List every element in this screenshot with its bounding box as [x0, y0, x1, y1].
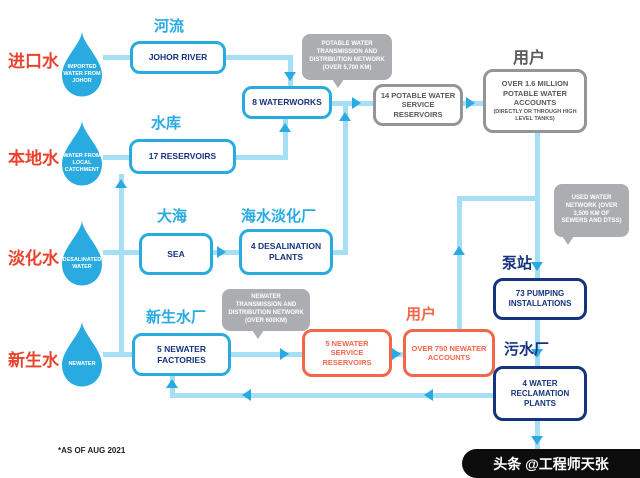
reservoir-label: 水库: [151, 115, 182, 132]
flow-arrow-return-west-2: [242, 389, 251, 401]
flow-arrow-into-waterworks-bottom: [279, 123, 291, 132]
callout-newater-network: NEWATER TRANSMISSION AND DISTRIBUTION NE…: [222, 289, 310, 339]
droplet-newater: NEWATER: [59, 320, 105, 388]
droplet-desalinated-water: DESALINATED WATER: [59, 219, 105, 287]
flow-arrow-to-accounts: [466, 97, 475, 109]
pipe-imported-to-river: [103, 55, 130, 60]
node-desalination-text: 4 DESALINATION PLANTS: [250, 241, 322, 262]
pipe-reservoirs-up-to-waterworks: [283, 119, 288, 160]
pump-station-label: 泵站: [502, 255, 533, 272]
users-potable-label: 用户: [513, 50, 546, 67]
node-pumping-text: 73 PUMPING INSTALLATIONS: [508, 289, 572, 308]
droplet-local-water: WATER FROM LOCAL CATCHMENT: [59, 119, 105, 187]
river-label: 河流: [154, 18, 185, 35]
flow-arrow-into-waterworks-top: [284, 72, 296, 81]
pipe-newater-back-to-reservoirs: [119, 174, 124, 357]
node-reservoirs: 17 RESERVOIRS: [129, 139, 236, 174]
water-drop-icon: [62, 220, 102, 286]
flow-arrow-newater-to-reservoirs: [115, 179, 127, 188]
callout-used-water-network: USED WATER NETWORK (OVER 3,500 KM OF SEW…: [554, 184, 629, 245]
pipe-factories-to-newater-reservoirs: [231, 352, 302, 357]
node-pumping-installations: 73 PUMPING INSTALLATIONS: [493, 278, 587, 320]
droplet-local-label: WATER FROM LOCAL CATCHMENT: [63, 153, 101, 173]
callout-pointer: [252, 330, 264, 339]
callout-potable-network: POTABLE WATER TRANSMISSION AND DISTRIBUT…: [302, 34, 392, 88]
node-newater-factories-text: 5 NEWATER FACTORIES: [157, 343, 206, 365]
pipe-reservoirs-east: [236, 155, 288, 160]
flow-arrow-return-west-1: [424, 389, 433, 401]
node-potable-service-reservoirs-text: 14 POTABLE WATER SERVICE RESERVOIRS: [380, 90, 456, 119]
flow-arrow-to-newater-accounts: [392, 348, 401, 360]
sea-label: 大海: [157, 208, 188, 225]
node-newater-service-reservoirs-text: 5 NEWATER SERVICE RESERVOIRS: [322, 338, 372, 367]
flow-arrow-into-reclamation: [531, 349, 543, 358]
sewage-plant-label: 污水厂: [504, 341, 550, 358]
droplet-desalinated-label: DESALINATED WATER: [62, 256, 102, 270]
node-newater-factories: 5 NEWATER FACTORIES: [132, 333, 231, 376]
flow-arrow-newater-used-up: [453, 246, 465, 255]
pipe-river-east: [224, 55, 293, 60]
tap-label-imported: 进口水: [8, 52, 59, 71]
callout-newater-network-text: NEWATER TRANSMISSION AND DISTRIBUTION NE…: [228, 294, 304, 324]
pipe-desal-stub: [333, 250, 348, 255]
node-sea-text: SEA: [167, 248, 185, 259]
node-newater-accounts-text: OVER 750 NEWATER ACCOUNTS: [411, 343, 487, 362]
tap-label-local: 本地水: [8, 149, 59, 168]
callout-used-water-network-text: USED WATER NETWORK (OVER 3,500 KM OF SEW…: [561, 194, 622, 225]
node-desalination-plants: 4 DESALINATION PLANTS: [239, 229, 333, 275]
callout-potable-network-text: POTABLE WATER TRANSMISSION AND DISTRIBUT…: [309, 41, 385, 71]
pipe-newateraccounts-up: [457, 196, 462, 329]
water-drop-icon: [62, 321, 102, 387]
flow-arrow-into-pumping: [531, 262, 543, 271]
flow-arrow-desal-up: [339, 112, 351, 121]
node-sea: SEA: [139, 233, 213, 275]
flow-arrow-factories-out: [280, 348, 289, 360]
node-newater-service-reservoirs: 5 NEWATER SERVICE RESERVOIRS: [302, 329, 392, 377]
pipe-pumping-to-reclamation: [535, 320, 540, 366]
flow-arrow-sea-to-desal: [217, 246, 226, 258]
flow-arrow-waterworks-out: [352, 97, 361, 109]
tap-label-desalinated: 淡化水: [8, 249, 59, 268]
pipe-river-down-to-waterworks: [288, 57, 293, 86]
pipe-newateraccounts-join: [457, 196, 540, 201]
droplet-imported-label: IMPORTED WATER FROM JOHOR: [63, 64, 101, 84]
callout-pointer: [332, 79, 344, 88]
droplet-newater-label: NEWATER: [68, 361, 96, 368]
node-potable-service-reservoirs: 14 POTABLE WATER SERVICE RESERVOIRS: [373, 84, 463, 126]
flow-arrow-outfall: [531, 436, 543, 445]
flow-arrow-into-factories: [166, 379, 178, 388]
water-drop-icon: [62, 31, 102, 97]
watermark-text: 头条 @工程师天张: [493, 455, 609, 472]
node-potable-accounts-text: OVER 1.6 MILLION POTABLE WATER ACCOUNTS: [501, 79, 569, 108]
node-waterworks: 8 WATERWORKS: [242, 86, 332, 119]
node-reclamation-plants: 4 WATER RECLAMATION PLANTS: [493, 366, 587, 421]
node-potable-accounts-subtext: (DIRECTLY OR THROUGH HIGH LEVEL TANKS): [493, 109, 577, 123]
pipe-accounts-down-usedwater: [535, 133, 540, 278]
water-drop-icon: [62, 120, 102, 186]
node-johor-river-text: JOHOR RIVER: [148, 52, 208, 63]
node-reclamation-text: 4 WATER RECLAMATION PLANTS: [510, 378, 570, 408]
node-reservoirs-text: 17 RESERVOIRS: [148, 151, 217, 162]
pipe-local-to-reservoirs: [103, 155, 129, 160]
callout-pointer: [562, 236, 574, 245]
desalination-label: 海水淡化厂: [241, 208, 317, 225]
footnote-as-of-date: *AS OF AUG 2021: [58, 446, 126, 455]
pipe-newaterdrop-to-factories: [103, 352, 132, 357]
watermark-badge: 头条 @工程师天张: [462, 449, 640, 478]
pipe-sea-to-desal: [213, 250, 239, 255]
users-newater-label: 用户: [406, 306, 437, 323]
droplet-imported-water: IMPORTED WATER FROM JOHOR: [59, 30, 105, 98]
node-potable-accounts: OVER 1.6 MILLION POTABLE WATER ACCOUNTS …: [483, 69, 587, 133]
pipe-used-return-horizontal: [170, 393, 494, 398]
node-waterworks-text: 8 WATERWORKS: [252, 97, 322, 108]
node-newater-accounts: OVER 750 NEWATER ACCOUNTS: [403, 329, 495, 377]
node-johor-river: JOHOR RIVER: [130, 41, 226, 74]
tap-label-newater: 新生水: [8, 351, 59, 370]
newater-plant-label: 新生水厂: [146, 309, 207, 326]
pipe-desal-vertical: [343, 103, 348, 255]
